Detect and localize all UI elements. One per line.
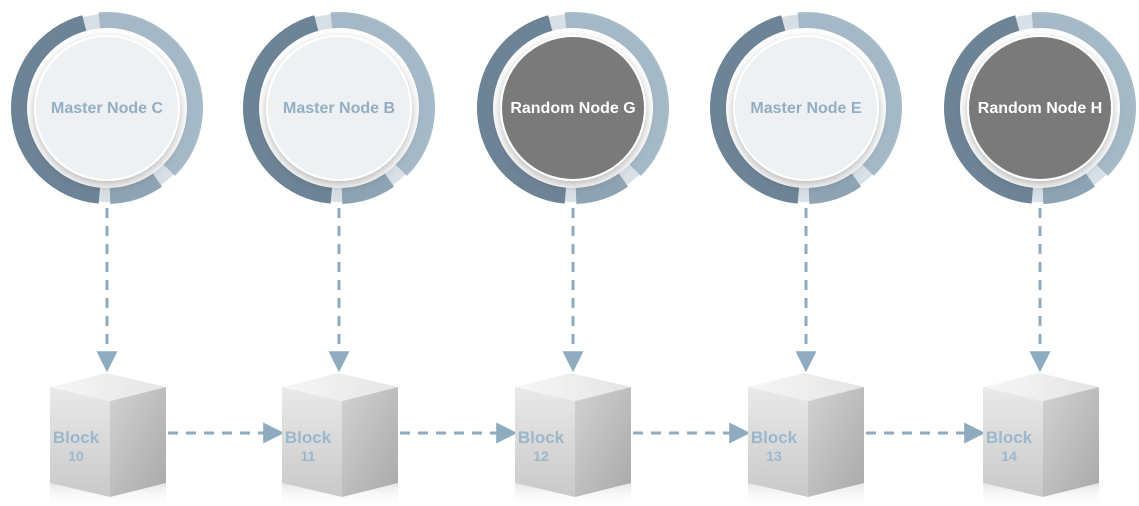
block-number: 10 xyxy=(68,448,84,464)
random-node-disc xyxy=(967,35,1113,181)
block-cube xyxy=(515,373,631,506)
node-3: Master Node E xyxy=(710,12,902,204)
node-1: Master Node B xyxy=(243,12,435,204)
block-word: Block xyxy=(986,428,1033,447)
block-cube xyxy=(748,373,864,506)
block-word: Block xyxy=(751,428,798,447)
node-ring xyxy=(944,12,1136,204)
block-0: Block 10 xyxy=(50,373,166,506)
master-node-disc xyxy=(733,35,879,181)
node-ring xyxy=(11,12,203,204)
block-word: Block xyxy=(518,428,565,447)
node-0: Master Node C xyxy=(11,12,203,204)
block-number: 13 xyxy=(766,448,782,464)
block-2: Block 12 xyxy=(515,373,631,506)
block-cube xyxy=(983,373,1099,506)
node-ring xyxy=(477,12,669,204)
block-cube xyxy=(282,373,398,506)
block-1: Block 11 xyxy=(282,373,398,506)
block-number: 12 xyxy=(533,448,549,464)
master-node-disc xyxy=(34,35,180,181)
node-label: Random Node H xyxy=(978,100,1102,117)
block-3: Block 13 xyxy=(748,373,864,506)
node-label: Master Node B xyxy=(283,100,395,117)
node-label: Master Node C xyxy=(51,100,163,117)
arrows-layer xyxy=(96,208,1051,444)
block-number: 11 xyxy=(301,448,316,464)
node-4: Random Node H xyxy=(944,12,1136,204)
master-node-disc xyxy=(266,35,412,181)
block-word: Block xyxy=(285,428,332,447)
node-label: Master Node E xyxy=(750,100,861,117)
random-node-disc xyxy=(500,35,646,181)
block-word: Block xyxy=(53,428,100,447)
block-cube xyxy=(50,373,166,506)
node-ring xyxy=(243,12,435,204)
node-label: Random Node G xyxy=(510,100,635,117)
block-4: Block 14 xyxy=(983,373,1099,506)
node-2: Random Node G xyxy=(477,12,669,204)
block-number: 14 xyxy=(1001,448,1017,464)
node-ring xyxy=(710,12,902,204)
